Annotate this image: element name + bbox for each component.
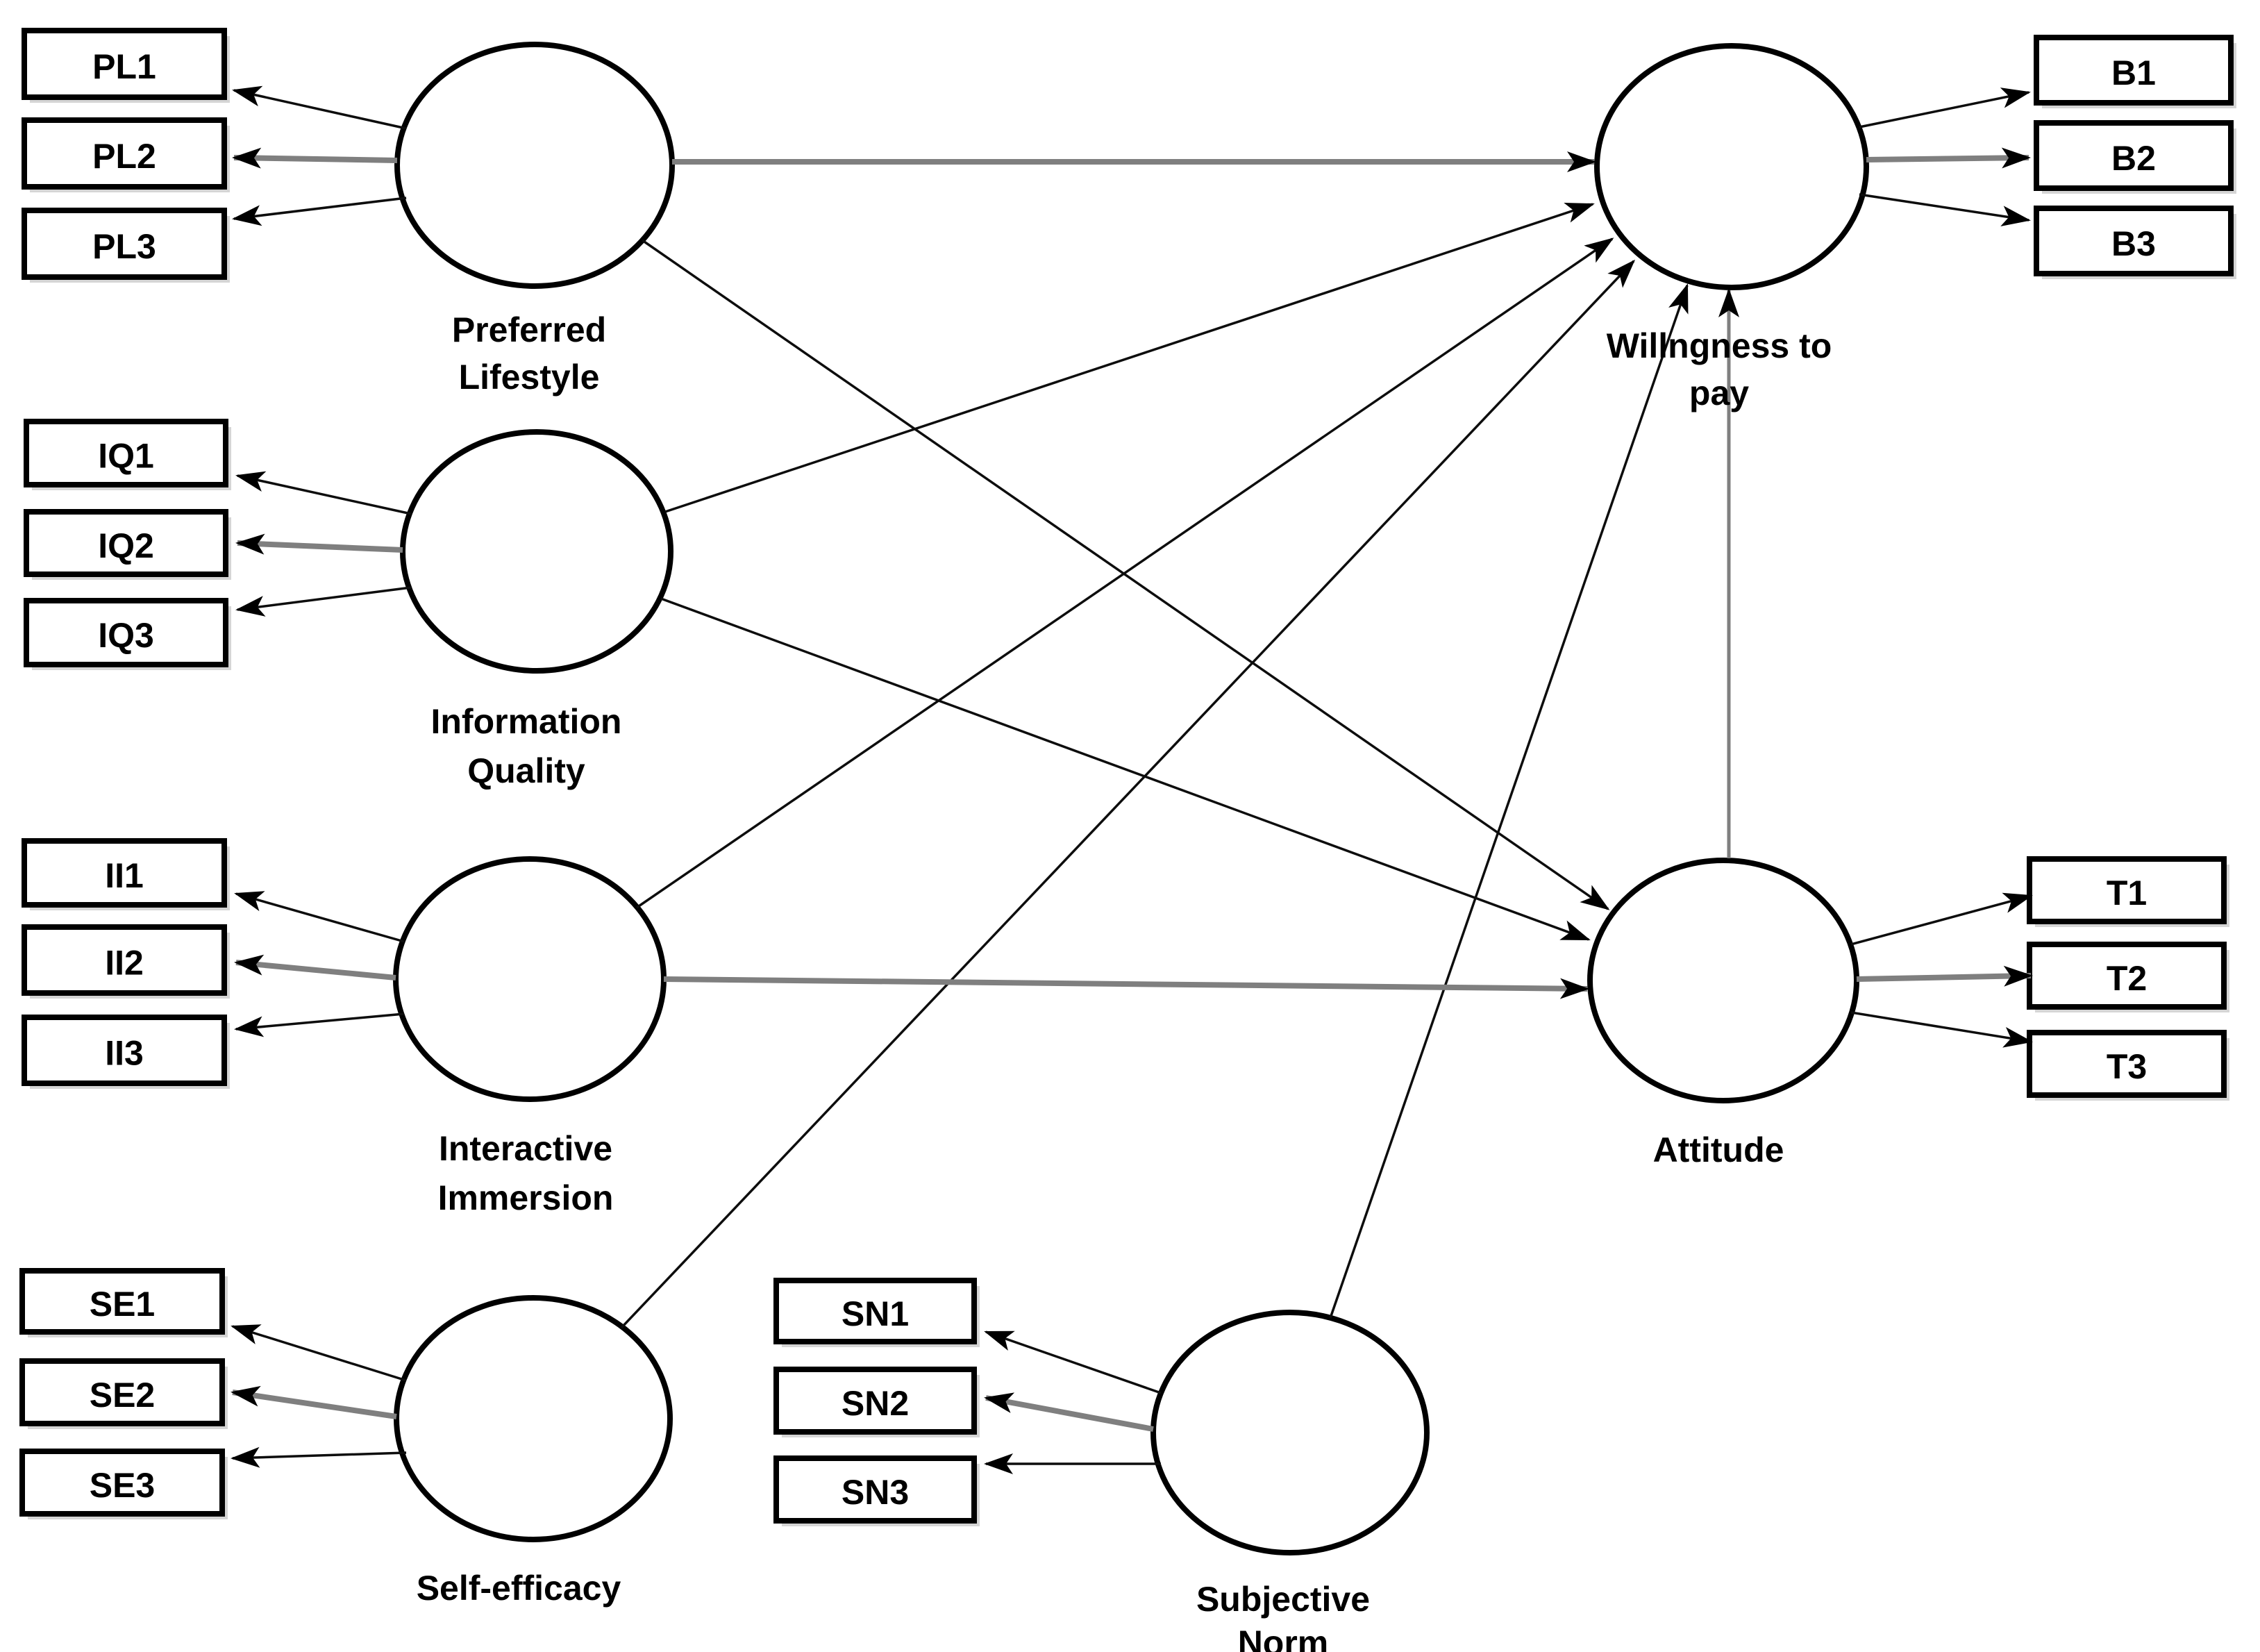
latent-label-PL-line-1: Lifestyle <box>459 358 600 397</box>
indicator-box-B1 <box>2034 35 2234 106</box>
latent-ellipse-ATT <box>1587 858 1859 1103</box>
indicator-box-PL2 <box>22 117 227 190</box>
indicator-label-II3: II3 <box>105 1034 144 1073</box>
latent-ellipse-IQ <box>400 429 673 674</box>
indicator-label-B2: B2 <box>2111 139 2156 178</box>
latent-label-SN-line-1: Norm <box>1238 1624 1329 1652</box>
measurement-path-ATT-T3 <box>1850 1011 2033 1048</box>
latent-ellipse-SE <box>394 1295 673 1542</box>
indicator-label-B1: B1 <box>2111 53 2156 92</box>
structural-path-II-ATT <box>663 976 1589 999</box>
structural-path-PL-ATT <box>642 239 1610 910</box>
latent-ellipse-SN <box>1150 1310 1430 1555</box>
measurement-path-II-II1 <box>234 891 405 943</box>
latent-label-II-line-0: Interactive <box>439 1129 612 1168</box>
indicator-label-SN3: SN3 <box>842 1473 909 1512</box>
measurement-path-PL-PL1 <box>232 85 407 130</box>
latent-label-SE-line-0: Self-efficacy <box>417 1569 621 1608</box>
nodes-layer <box>19 28 2234 1555</box>
indicator-box-SN2 <box>773 1367 977 1435</box>
measurement-path-WTP-B1 <box>1859 87 2031 128</box>
measurement-path-SN-SN1 <box>984 1330 1162 1394</box>
indicator-box-II2 <box>22 924 227 996</box>
latent-ellipse-II <box>393 856 667 1102</box>
measurement-path-WTP-B3 <box>1859 193 2031 226</box>
indicator-label-SE3: SE3 <box>90 1466 156 1505</box>
indicator-box-T1 <box>2027 856 2227 924</box>
measurement-path-SE-SE1 <box>231 1324 407 1382</box>
structural-path-SE-WTP <box>620 259 1636 1329</box>
latent-ellipse-PL <box>394 42 675 289</box>
structural-path-IQ-ATT <box>660 597 1591 941</box>
indicator-box-IQ1 <box>24 419 228 487</box>
indicator-label-PL3: PL3 <box>92 227 156 266</box>
indicator-box-SE1 <box>19 1268 225 1335</box>
structural-path-IQ-WTP <box>664 203 1595 513</box>
measurement-path-IQ-IQ1 <box>235 471 412 515</box>
structural-path-SN-WTP <box>1329 283 1689 1319</box>
edges-layer <box>231 85 2033 1474</box>
indicator-box-II3 <box>22 1015 227 1086</box>
indicator-box-IQ2 <box>24 509 228 577</box>
box-shadows-layer <box>28 36 2236 1526</box>
indicator-box-PL3 <box>22 208 227 280</box>
indicator-label-IQ1: IQ1 <box>98 437 154 476</box>
indicator-label-II2: II2 <box>105 944 144 983</box>
latent-label-PL-line-0: Preferred <box>452 310 606 349</box>
measurement-path-PL-PL3 <box>232 197 407 226</box>
indicator-label-II1: II1 <box>105 856 144 895</box>
indicator-box-SE3 <box>19 1449 225 1517</box>
measurement-path-IQ-IQ2 <box>235 533 403 555</box>
indicator-box-B3 <box>2034 206 2234 276</box>
indicator-label-PL2: PL2 <box>92 137 156 176</box>
indicator-label-T1: T1 <box>2107 874 2147 912</box>
indicator-box-IQ3 <box>24 598 228 667</box>
indicator-box-II1 <box>22 838 227 908</box>
indicator-label-T2: T2 <box>2107 959 2147 998</box>
measurement-path-IQ-IQ3 <box>235 586 412 617</box>
latent-ellipse-WTP <box>1594 43 1869 290</box>
indicator-box-SE2 <box>19 1358 225 1426</box>
measurement-path-WTP-B2 <box>1866 147 2031 169</box>
indicator-box-B2 <box>2034 120 2234 191</box>
measurement-path-ATT-T1 <box>1850 892 2033 946</box>
measurement-path-ATT-T2 <box>1856 965 2033 987</box>
indicator-label-SN2: SN2 <box>842 1384 909 1423</box>
indicator-box-SN1 <box>773 1278 977 1344</box>
measurement-path-SN-SN2 <box>984 1392 1154 1432</box>
indicator-label-SE1: SE1 <box>90 1285 156 1324</box>
indicator-box-PL1 <box>22 28 227 100</box>
measurement-path-PL-PL2 <box>232 147 398 169</box>
indicator-label-SN1: SN1 <box>842 1294 909 1333</box>
indicator-label-IQ3: IQ3 <box>98 616 154 655</box>
measurement-path-II-II3 <box>234 1012 405 1037</box>
indicator-label-T3: T3 <box>2107 1047 2147 1086</box>
indicator-label-SE2: SE2 <box>90 1376 156 1415</box>
latent-label-II-line-1: Immersion <box>438 1178 614 1217</box>
measurement-path-SE-SE2 <box>231 1385 397 1419</box>
latent-label-ATT-line-0: Attitude <box>1653 1130 1784 1169</box>
indicator-box-T3 <box>2027 1030 2227 1098</box>
indicator-label-PL1: PL1 <box>92 47 156 86</box>
measurement-path-II-II2 <box>234 954 396 981</box>
latent-label-WTP-line-0: Willngness to <box>1607 326 1832 365</box>
indicator-box-SN3 <box>773 1455 977 1524</box>
indicator-label-IQ2: IQ2 <box>98 526 154 565</box>
indicator-label-B3: B3 <box>2111 224 2156 263</box>
latent-label-IQ-line-1: Quality <box>467 751 585 790</box>
latent-label-SN-line-0: Subjective <box>1196 1580 1370 1619</box>
measurement-path-SE-SE3 <box>231 1446 407 1468</box>
latent-label-WTP-line-1: pay <box>1689 374 1749 412</box>
latent-label-IQ-line-0: Information <box>431 702 622 741</box>
